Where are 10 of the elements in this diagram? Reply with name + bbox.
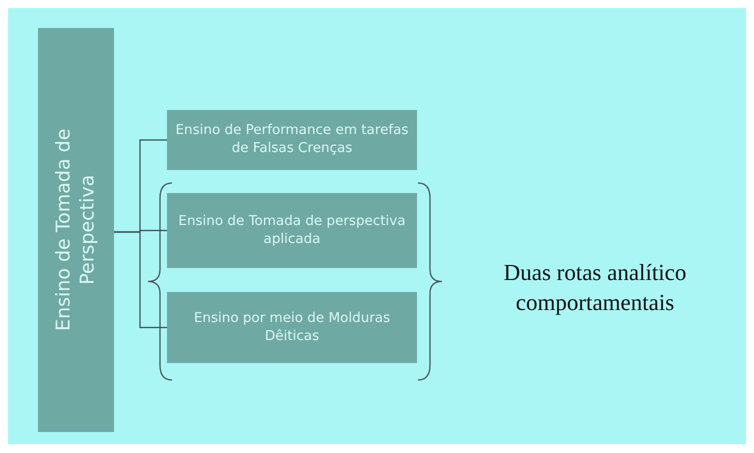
box-label: Ensino de Tomada de Perspectiva xyxy=(52,128,99,334)
box-label: Ensino de Performance em tarefas de Falsas Crenças xyxy=(174,122,410,158)
process-box xyxy=(38,28,114,432)
box-label: Ensino por meio de Molduras Dêiticas xyxy=(192,310,392,346)
annotation-text: Duas rotas analítico comportamentais xyxy=(502,259,688,317)
box-label: Ensino de Tomada de perspectiva aplicada xyxy=(177,212,407,248)
process-box xyxy=(167,193,417,268)
process-box xyxy=(167,110,417,170)
connector-line xyxy=(114,231,167,328)
process-box xyxy=(167,292,417,363)
